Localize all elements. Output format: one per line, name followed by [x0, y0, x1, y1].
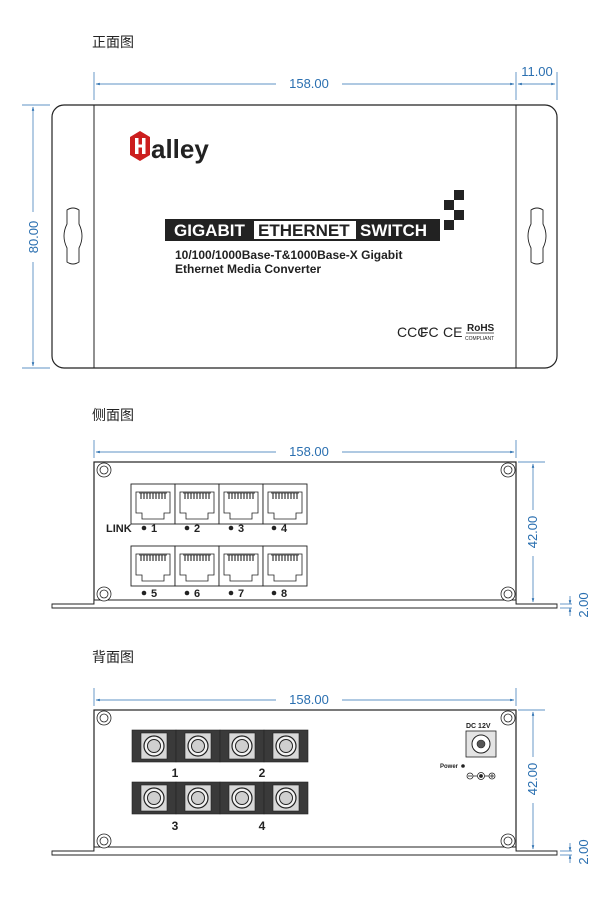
fiber-pair-label: 4: [259, 819, 266, 833]
dc-polarity-icon: [466, 772, 496, 780]
port-number-label: 2: [194, 523, 200, 535]
rj45-port-6: [174, 545, 220, 587]
side-view: 侧面图 158.00 42.00 2.00 LINK: [51, 408, 591, 618]
sc-fiber-port: [263, 781, 309, 815]
fiber-pair-label: 3: [172, 819, 179, 833]
screw-icon: [500, 833, 516, 849]
led-indicator-icon: [271, 590, 277, 596]
fiber-pair-label: 1: [172, 766, 179, 780]
product-subtitle-line2: Ethernet Media Converter: [175, 262, 321, 276]
back-view-title: 背面图: [92, 650, 134, 666]
power-led-icon: [461, 764, 465, 768]
sc-fiber-port: [131, 729, 177, 763]
led-indicator-icon: [228, 525, 234, 531]
rohs-mark-icon: RoHS: [467, 323, 495, 334]
certification-marks: CCC FC CE RoHS COMPLIANT: [397, 323, 495, 342]
fiber-pair-label: 2: [259, 766, 266, 780]
screw-icon: [500, 462, 516, 478]
port-number-label: 6: [194, 588, 200, 600]
port-number-label: 5: [151, 588, 157, 600]
side-view-title: 侧面图: [92, 408, 134, 424]
led-indicator-icon: [184, 590, 190, 596]
power-led-label: Power: [440, 764, 459, 770]
screw-icon: [96, 586, 112, 602]
sc-fiber-port: [263, 729, 309, 763]
front-view: 正面图 158.00 11.00 80.00 alley GIGABIT: [22, 35, 558, 369]
front-width-label: 158.00: [289, 76, 329, 91]
led-indicator-icon: [184, 525, 190, 531]
right-mount-slot: [527, 207, 547, 265]
port-number-label: 7: [238, 588, 244, 600]
screw-icon: [96, 710, 112, 726]
back-mount-flange: [51, 846, 558, 856]
sc-fiber-port: [175, 781, 221, 815]
rj45-port-2: [174, 483, 220, 525]
port-number-label: 3: [238, 523, 244, 535]
sc-fiber-port: [175, 729, 221, 763]
banner-word-switch: SWITCH: [360, 221, 427, 240]
rj45-port-1: [130, 483, 176, 525]
side-width-label: 158.00: [289, 444, 329, 459]
screw-icon: [96, 462, 112, 478]
back-width-label: 158.00: [289, 692, 329, 707]
product-banner: GIGABIT ETHERNET SWITCH: [165, 190, 464, 241]
back-view: 背面图 158.00 42.00 2.00 1 2 3 4 D: [51, 650, 591, 865]
sc-fiber-port: [219, 781, 265, 815]
rj45-port-4: [262, 483, 308, 525]
rj45-port-8: [262, 545, 308, 587]
back-foot-label: 2.00: [576, 839, 591, 864]
rj45-port-3: [218, 483, 264, 525]
side-mount-flange: [51, 599, 558, 609]
port-number-label: 4: [281, 523, 288, 535]
led-indicator-icon: [141, 525, 147, 531]
front-height-label: 80.00: [26, 221, 41, 254]
port-number-label: 8: [281, 588, 287, 600]
dc-input-label: DC 12V: [466, 723, 491, 730]
rj45-port-5: [130, 545, 176, 587]
rohs-compliant-text: COMPLIANT: [465, 336, 494, 342]
sc-fiber-port: [131, 781, 177, 815]
logo-text: alley: [151, 134, 209, 164]
screw-icon: [96, 833, 112, 849]
fc-mark-icon: FC: [420, 324, 439, 340]
banner-word-ethernet: ETHERNET: [258, 221, 350, 240]
product-subtitle-line1: 10/100/1000Base-T&1000Base-X Gigabit: [175, 248, 402, 262]
led-indicator-icon: [228, 590, 234, 596]
rj45-port-7: [218, 545, 264, 587]
ccc-mark-icon: CCC: [397, 324, 427, 340]
led-indicator-icon: [141, 590, 147, 596]
back-height-label: 42.00: [525, 763, 540, 796]
led-indicator-icon: [271, 525, 277, 531]
side-height-label: 42.00: [525, 516, 540, 549]
side-foot-label: 2.00: [576, 592, 591, 617]
screw-icon: [500, 710, 516, 726]
link-label: LINK: [106, 523, 132, 535]
ce-mark-icon: CE: [443, 324, 462, 340]
left-mount-slot: [63, 207, 83, 265]
halley-logo: alley: [130, 131, 209, 164]
screw-icon: [500, 586, 516, 602]
port-number-label: 1: [151, 523, 157, 535]
front-view-title: 正面图: [92, 35, 134, 51]
front-ear-label: 11.00: [521, 64, 553, 79]
sc-fiber-port: [219, 729, 265, 763]
banner-word-gigabit: GIGABIT: [174, 221, 245, 240]
